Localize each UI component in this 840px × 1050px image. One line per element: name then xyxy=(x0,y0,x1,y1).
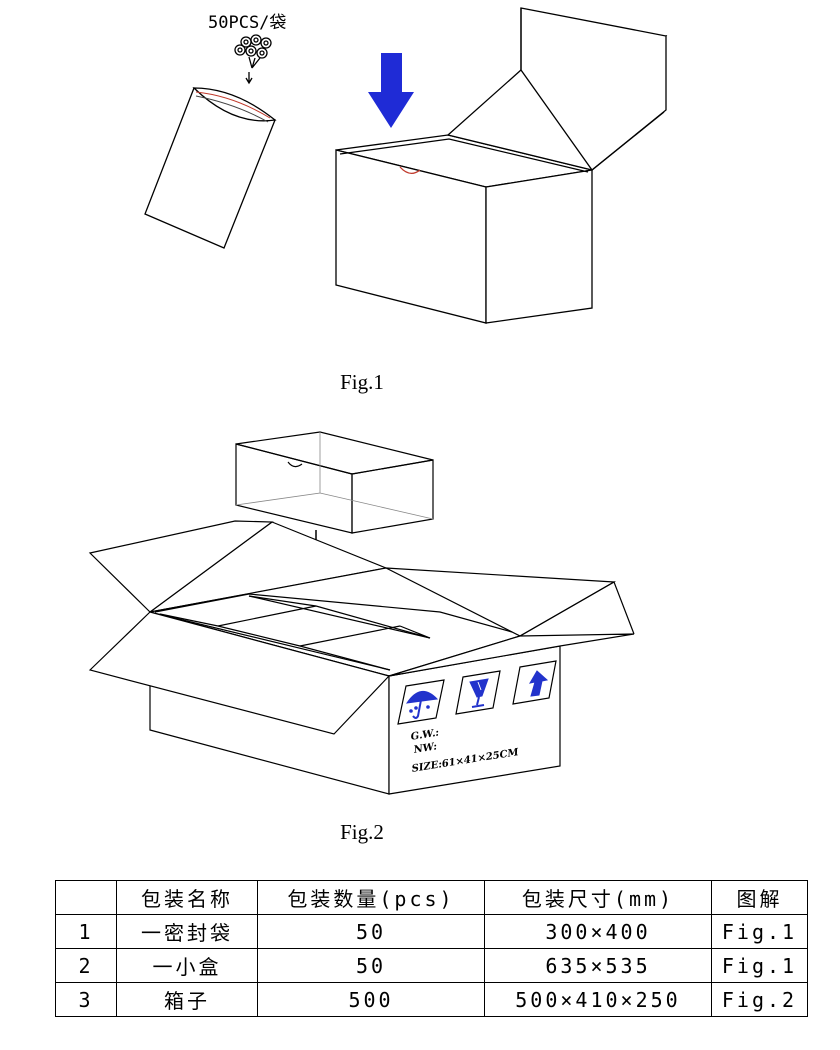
row-index: 1 xyxy=(55,914,117,949)
fragile-glass-icon xyxy=(469,678,489,708)
row-package-name: 一密封袋 xyxy=(116,914,258,949)
figure-1-caption: Fig.1 xyxy=(340,370,384,394)
figure-2-caption: Fig.2 xyxy=(340,820,384,844)
flower-bundle-icon xyxy=(234,34,272,85)
small-box-transparent xyxy=(235,431,434,534)
row-diagram: Fig.1 xyxy=(711,948,808,983)
row-diagram: Fig.2 xyxy=(711,982,808,1017)
small-box xyxy=(335,7,668,324)
table-row: 2 一小盒 50 635×535 Fig.1 xyxy=(55,948,808,983)
bag-quantity-label: 50PCS/袋 xyxy=(208,13,287,33)
umbrella-icon xyxy=(405,691,439,719)
header-diagram: 图解 xyxy=(711,880,808,915)
header-index xyxy=(55,880,117,915)
table-header-row: 包装名称 包装数量(pcs) 包装尺寸(mm) 图解 xyxy=(55,880,808,915)
figure-1-drawing xyxy=(144,7,668,324)
row-index: 3 xyxy=(55,982,117,1017)
row-quantity: 50 xyxy=(257,914,485,949)
table-row: 3 箱子 500 500×410×250 Fig.2 xyxy=(55,982,808,1017)
down-arrow-icon xyxy=(368,53,414,128)
header-size: 包装尺寸(mm) xyxy=(484,880,712,915)
row-index: 2 xyxy=(55,948,117,983)
sealed-bag xyxy=(144,87,277,249)
this-way-up-icon xyxy=(529,670,549,697)
row-package-name: 一小盒 xyxy=(116,948,258,983)
header-package-name: 包装名称 xyxy=(116,880,258,915)
shipping-carton xyxy=(88,520,635,795)
row-size: 500×410×250 xyxy=(484,982,712,1017)
header-quantity: 包装数量(pcs) xyxy=(257,880,485,915)
row-size: 635×535 xyxy=(484,948,712,983)
row-diagram: Fig.1 xyxy=(711,914,808,949)
packaging-table: 包装名称 包装数量(pcs) 包装尺寸(mm) 图解 1 一密封袋 50 300… xyxy=(55,880,808,1017)
row-quantity: 500 xyxy=(257,982,485,1017)
row-size: 300×400 xyxy=(484,914,712,949)
row-quantity: 50 xyxy=(257,948,485,983)
figure-2-drawing xyxy=(88,431,635,795)
table-row: 1 一密封袋 50 300×400 Fig.1 xyxy=(55,914,808,949)
row-package-name: 箱子 xyxy=(116,982,258,1017)
